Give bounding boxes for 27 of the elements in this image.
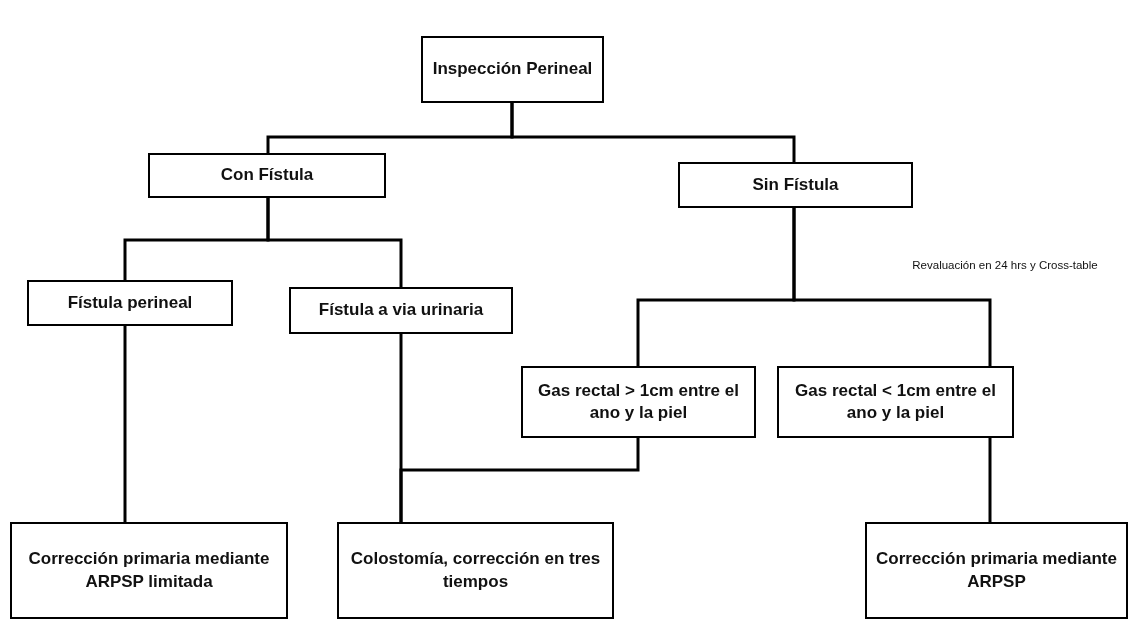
node-label: Gas rectal < 1cm entre el ano y la piel xyxy=(794,379,997,424)
node-label: Gas rectal > 1cm entre el ano y la piel xyxy=(537,379,740,424)
connector-line xyxy=(988,438,992,522)
connector-line xyxy=(266,198,403,287)
node-label: Corrección primaria mediante ARPSP limitada xyxy=(27,548,271,593)
node-label: Colostomía, corrección en tres tiempos xyxy=(349,548,602,593)
note-text: Revaluación en 24 hrs y Cross-table xyxy=(911,258,1099,273)
process-box xyxy=(27,280,233,326)
connector-line xyxy=(399,438,640,522)
node-label: Fístula perineal xyxy=(66,291,194,314)
connector-line xyxy=(792,208,992,366)
process-box xyxy=(865,522,1128,619)
process-box xyxy=(521,366,756,438)
node-label: Corrección primaria mediante ARPSP xyxy=(875,548,1118,593)
process-box xyxy=(421,36,604,103)
connector-line xyxy=(123,326,127,522)
process-box xyxy=(777,366,1014,438)
node-label: Fístula a via urinaria xyxy=(317,299,485,322)
process-box xyxy=(678,162,913,208)
connector-line xyxy=(510,103,796,162)
node-label: Inspección Perineal xyxy=(431,58,594,81)
process-box xyxy=(148,153,386,198)
node-label: Sin Fístula xyxy=(751,173,840,196)
process-box xyxy=(337,522,614,619)
process-box xyxy=(10,522,288,619)
process-box xyxy=(289,287,513,334)
node-label: Con Fístula xyxy=(219,164,315,187)
